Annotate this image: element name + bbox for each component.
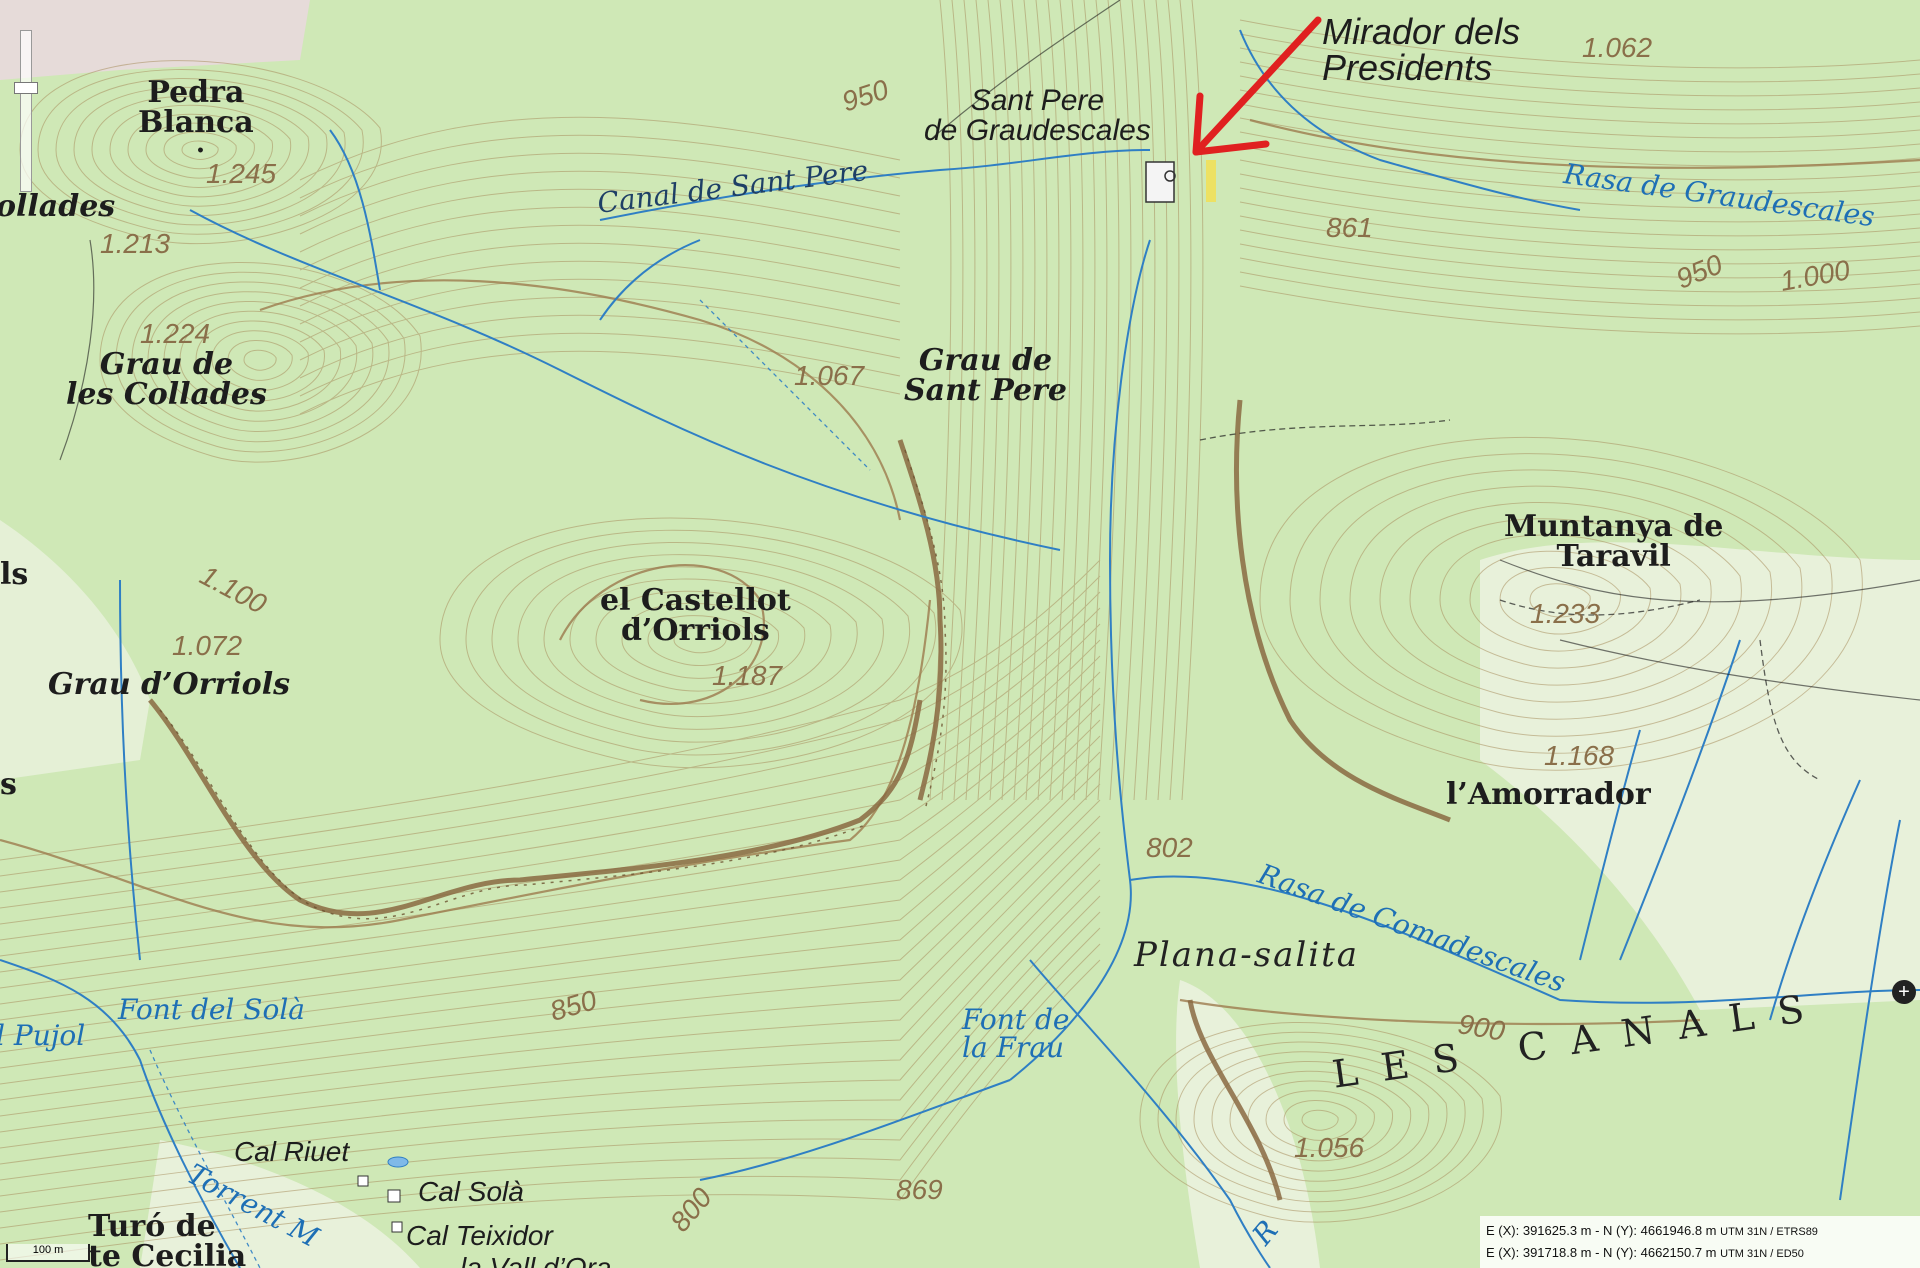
- zoom-slider-track[interactable]: [20, 30, 32, 192]
- elevation-869: 869: [896, 1174, 943, 1205]
- label-vall: la Vall d’Ora: [460, 1252, 612, 1268]
- label-cal-sola: Cal Solà: [418, 1176, 524, 1207]
- elevation-1187: 1.187: [712, 660, 783, 691]
- label-cal-teixidor: Cal Teixidor: [406, 1220, 553, 1251]
- church-symbol: [1145, 161, 1176, 203]
- elevation-861: 861: [1326, 212, 1373, 243]
- label-cal-riuet: Cal Riuet: [234, 1136, 350, 1167]
- coordinate-readout: E (X): 391625.3 m - N (Y): 4661946.8 m U…: [1480, 1216, 1920, 1268]
- add-button[interactable]: +: [1892, 980, 1916, 1004]
- elevation-1213: 1.213: [100, 228, 171, 259]
- elevation-1245: 1.245: [206, 158, 277, 189]
- label-plana-salita: Plana-salita: [1134, 935, 1360, 975]
- coordinate-etrs89-ref: UTM 31N / ETRS89: [1720, 1226, 1818, 1238]
- label-pujol: l Pujol: [0, 1019, 86, 1052]
- scale-bar: 100 m: [6, 1244, 90, 1262]
- peak-marker: •: [196, 143, 205, 159]
- zoom-slider-handle[interactable]: [14, 82, 38, 94]
- elevation-1067: 1.067: [794, 360, 865, 391]
- coordinate-line-ed50: E (X): 391718.8 m - N (Y): 4662150.7 m U…: [1486, 1242, 1914, 1264]
- label-collades-left: ollades: [0, 189, 116, 224]
- label-grau-orriols: Grau d’Orriols: [48, 667, 290, 702]
- elevation-1224: 1.224: [140, 318, 211, 349]
- elevation-1062: 1.062: [1582, 32, 1653, 63]
- label-amorrador: l’Amorrador: [1446, 777, 1651, 812]
- elevation-1072: 1.072: [172, 630, 243, 661]
- elevation-1056: 1.056: [1294, 1132, 1365, 1163]
- scale-label: 100 m: [32, 1244, 64, 1256]
- label-font-sola: Font del Solà: [118, 993, 305, 1026]
- label-s-left: s: [0, 767, 17, 802]
- coordinate-line-etrs89: E (X): 391625.3 m - N (Y): 4661946.8 m U…: [1486, 1220, 1914, 1242]
- elevation-1233: 1.233: [1530, 598, 1601, 629]
- coordinate-etrs89-value: E (X): 391625.3 m - N (Y): 4661946.8 m: [1486, 1223, 1717, 1238]
- label-ls-left: ls: [0, 557, 29, 592]
- elevation-802: 802: [1146, 832, 1193, 863]
- coordinate-ed50-ref: UTM 31N / ED50: [1720, 1248, 1804, 1260]
- coordinate-ed50-value: E (X): 391718.8 m - N (Y): 4662150.7 m: [1486, 1245, 1717, 1260]
- elevation-1168: 1.168: [1544, 740, 1615, 771]
- red-arrow-annotation: [1192, 16, 1322, 156]
